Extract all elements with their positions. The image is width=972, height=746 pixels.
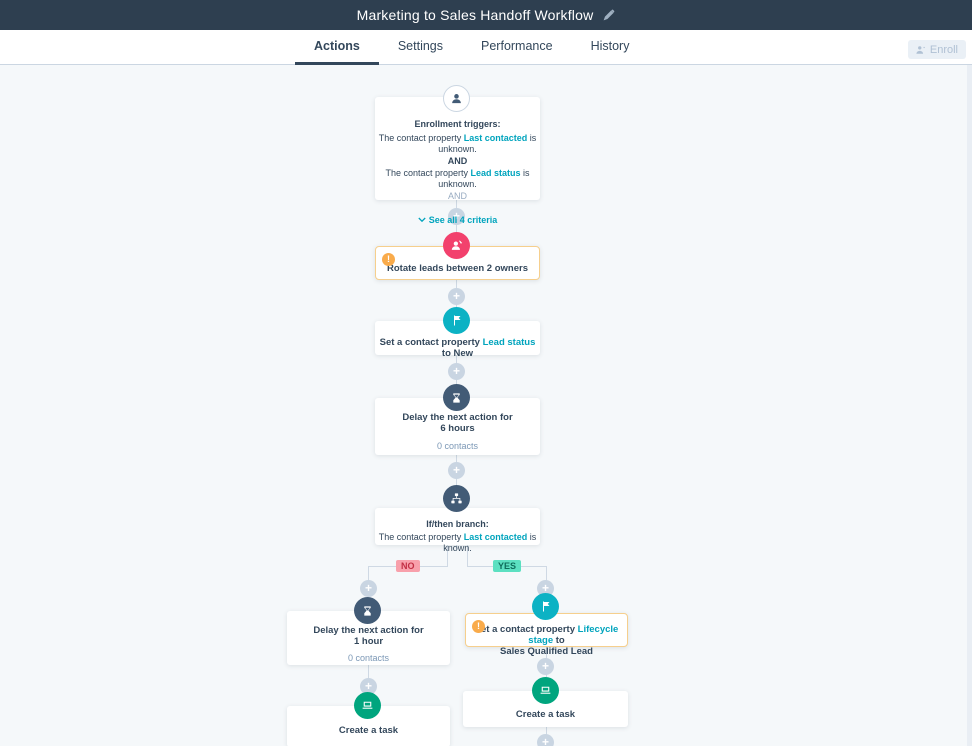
tab-actions[interactable]: Actions [295, 30, 379, 65]
property-link[interactable]: Last contacted [463, 532, 528, 542]
add-step-button[interactable]: + [448, 462, 465, 479]
property-link[interactable]: Lead status [470, 168, 521, 178]
canvas-scrollbar[interactable] [967, 65, 972, 746]
rotate-label: Rotate leads between 2 owners [387, 263, 528, 274]
contacts-count: 0 contacts [347, 653, 390, 663]
trigger-title: Enrollment triggers: [414, 119, 501, 129]
property-link[interactable]: Last contacted [463, 133, 528, 143]
add-step-button[interactable]: + [360, 580, 377, 597]
trigger-and-2: AND [447, 191, 467, 201]
contact-person-icon [443, 85, 470, 112]
workflow-canvas[interactable]: + + + + + + + + + NO YES Enrollment trig… [0, 65, 972, 746]
hourglass-icon [354, 597, 381, 624]
add-step-button[interactable]: + [448, 363, 465, 380]
ifthen-title: If/then branch: [426, 519, 489, 529]
add-step-button[interactable]: + [448, 288, 465, 305]
add-step-button[interactable]: + [537, 658, 554, 675]
set-lifecycle-label: Set a contact property Lifecycle stage t… [474, 624, 619, 657]
create-task-label: Create a task [338, 725, 399, 736]
flag-icon [532, 593, 559, 620]
add-step-button[interactable]: + [448, 208, 465, 225]
ifthen-condition: The contact property Last contacted is k… [378, 532, 537, 553]
warning-badge-icon[interactable]: ! [472, 620, 485, 633]
trigger-condition-1: The contact property Last contacted is u… [378, 133, 537, 154]
flag-icon [443, 307, 470, 334]
node-create-task-no[interactable]: Create a task [287, 706, 450, 746]
task-icon [354, 692, 381, 719]
tab-history[interactable]: History [590, 39, 630, 53]
trigger-and-1: AND [447, 156, 468, 166]
create-task-label: Create a task [515, 709, 576, 720]
set-lead-status-label: Set a contact property Lead status to Ne… [379, 337, 536, 359]
tab-settings[interactable]: Settings [397, 39, 444, 53]
enroll-icon [916, 45, 926, 55]
rotate-owner-icon [443, 232, 470, 259]
enroll-button[interactable]: Enroll [907, 40, 966, 59]
task-icon [532, 677, 559, 704]
warning-badge-icon[interactable]: ! [382, 253, 395, 266]
node-enrollment-trigger[interactable]: Enrollment triggers: The contact propert… [375, 97, 540, 225]
edit-pencil-icon[interactable] [602, 9, 615, 22]
trigger-condition-2: The contact property Lead status is unkn… [385, 168, 530, 189]
branch-label-no: NO [396, 560, 420, 572]
contacts-count: 0 contacts [436, 441, 479, 451]
see-all-criteria-link[interactable]: See all 4 criteria [418, 215, 497, 225]
chevron-down-icon [418, 217, 426, 223]
add-step-button[interactable]: + [360, 678, 377, 695]
header-bar: Marketing to Sales Handoff Workflow [0, 0, 972, 30]
node-if-then-branch[interactable]: If/then branch: The contact property Las… [375, 508, 540, 553]
branch-icon [443, 485, 470, 512]
property-link[interactable]: Lifecycle stage [528, 624, 619, 646]
property-link[interactable]: Lead status [482, 337, 536, 348]
tab-performance[interactable]: Performance [481, 39, 553, 53]
add-step-button[interactable]: + [537, 734, 554, 746]
branch-stub-yes [467, 545, 468, 566]
branch-stub-no [447, 545, 448, 566]
branch-label-yes: YES [493, 560, 522, 572]
add-step-button[interactable]: + [537, 580, 554, 597]
tab-bar: Actions Settings Performance History Enr… [0, 30, 972, 65]
workflow-title: Marketing to Sales Handoff Workflow [356, 7, 594, 23]
enroll-label: Enroll [929, 43, 958, 56]
tabs: Actions Settings Performance History [295, 30, 648, 65]
hourglass-icon [443, 384, 470, 411]
